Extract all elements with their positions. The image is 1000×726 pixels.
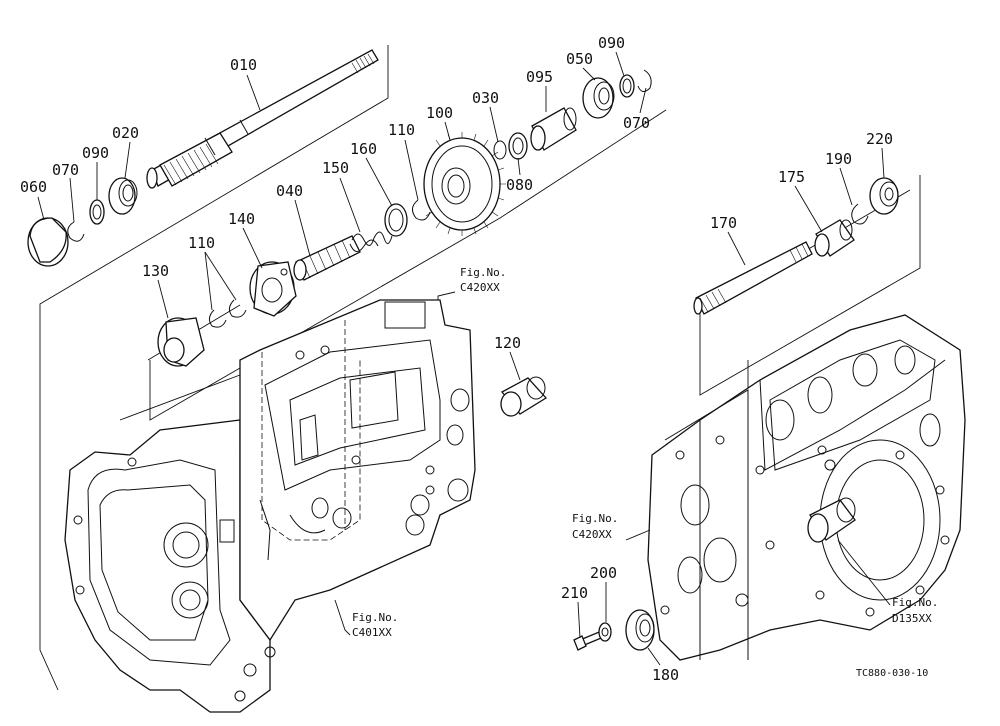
circlip-190 bbox=[851, 203, 869, 225]
fig-ref-3-title: Fig.No. bbox=[572, 512, 618, 525]
front-transmission-housing bbox=[64, 419, 276, 713]
label-140: 140 bbox=[228, 210, 255, 228]
label-090-left: 090 bbox=[82, 144, 109, 162]
figure-references: Fig.No. C420XX Fig.No. C401XX Fig.No. C4… bbox=[352, 266, 938, 639]
label-180: 180 bbox=[652, 666, 679, 684]
label-095: 095 bbox=[526, 68, 553, 86]
washer-200 bbox=[598, 622, 612, 642]
coupler-130 bbox=[157, 317, 205, 367]
label-050: 050 bbox=[566, 50, 593, 68]
circlip-070-left bbox=[67, 221, 85, 242]
label-040: 040 bbox=[276, 182, 303, 200]
label-150: 150 bbox=[322, 159, 349, 177]
gear-100 bbox=[423, 132, 506, 236]
label-160: 160 bbox=[350, 140, 377, 158]
oil-seal-180 bbox=[625, 609, 655, 651]
fig-ref-1-title: Fig.No. bbox=[460, 266, 506, 279]
sleeve-095 bbox=[530, 107, 577, 151]
bushing-120 bbox=[500, 376, 548, 417]
fig-ref-1-code: C420XX bbox=[460, 281, 500, 294]
circlip-070-right bbox=[637, 69, 652, 92]
leader-lines bbox=[37, 51, 891, 666]
cap-060 bbox=[27, 217, 69, 267]
spring-150 bbox=[349, 231, 393, 252]
bearing-050 bbox=[582, 77, 615, 119]
label-120: 120 bbox=[494, 334, 521, 352]
ring-160 bbox=[384, 203, 408, 237]
label-210: 210 bbox=[561, 584, 588, 602]
ring-090-left bbox=[89, 199, 105, 225]
label-220: 220 bbox=[866, 130, 893, 148]
label-020: 020 bbox=[112, 124, 139, 142]
circlip-110-upper bbox=[412, 199, 431, 221]
label-090-right: 090 bbox=[598, 34, 625, 52]
label-070-right: 070 bbox=[623, 114, 650, 132]
washer-080 bbox=[508, 132, 528, 160]
label-190: 190 bbox=[825, 150, 852, 168]
fig-ref-4-title: Fig.No. bbox=[892, 596, 938, 609]
label-060: 060 bbox=[20, 178, 47, 196]
label-080: 080 bbox=[506, 176, 533, 194]
rear-transmission-housing bbox=[647, 314, 966, 661]
label-170: 170 bbox=[710, 214, 737, 232]
fig-ref-2-code: C401XX bbox=[352, 626, 392, 639]
label-130: 130 bbox=[142, 262, 169, 280]
label-100: 100 bbox=[426, 104, 453, 122]
fig-ref-2-title: Fig.No. bbox=[352, 611, 398, 624]
label-200: 200 bbox=[590, 564, 617, 582]
label-070-left: 070 bbox=[52, 161, 79, 179]
bearing-020 bbox=[108, 177, 138, 215]
circlip-110-lower bbox=[208, 299, 247, 328]
drawing-code: TC880-030-10 bbox=[856, 668, 928, 679]
bearing-220 bbox=[869, 177, 899, 215]
main-shaft-010 bbox=[146, 49, 379, 189]
label-110-upper: 110 bbox=[388, 121, 415, 139]
shaft-170 bbox=[693, 241, 813, 315]
center-transmission-housing bbox=[239, 299, 476, 642]
label-010: 010 bbox=[230, 56, 257, 74]
label-175: 175 bbox=[778, 168, 805, 186]
fig-ref-4-code: D135XX bbox=[892, 612, 932, 625]
ring-090-right bbox=[619, 74, 635, 98]
spline-hub-040 bbox=[293, 235, 361, 281]
sleeve-175 bbox=[814, 219, 855, 257]
fig-ref-3-code: C420XX bbox=[572, 528, 612, 541]
label-110-lower: 110 bbox=[188, 234, 215, 252]
label-030: 030 bbox=[472, 89, 499, 107]
part-labels: 010 020 060 070 090 095 050 090 070 030 … bbox=[20, 34, 893, 684]
clutch-hub-140 bbox=[249, 261, 297, 317]
ring-030 bbox=[493, 140, 507, 160]
